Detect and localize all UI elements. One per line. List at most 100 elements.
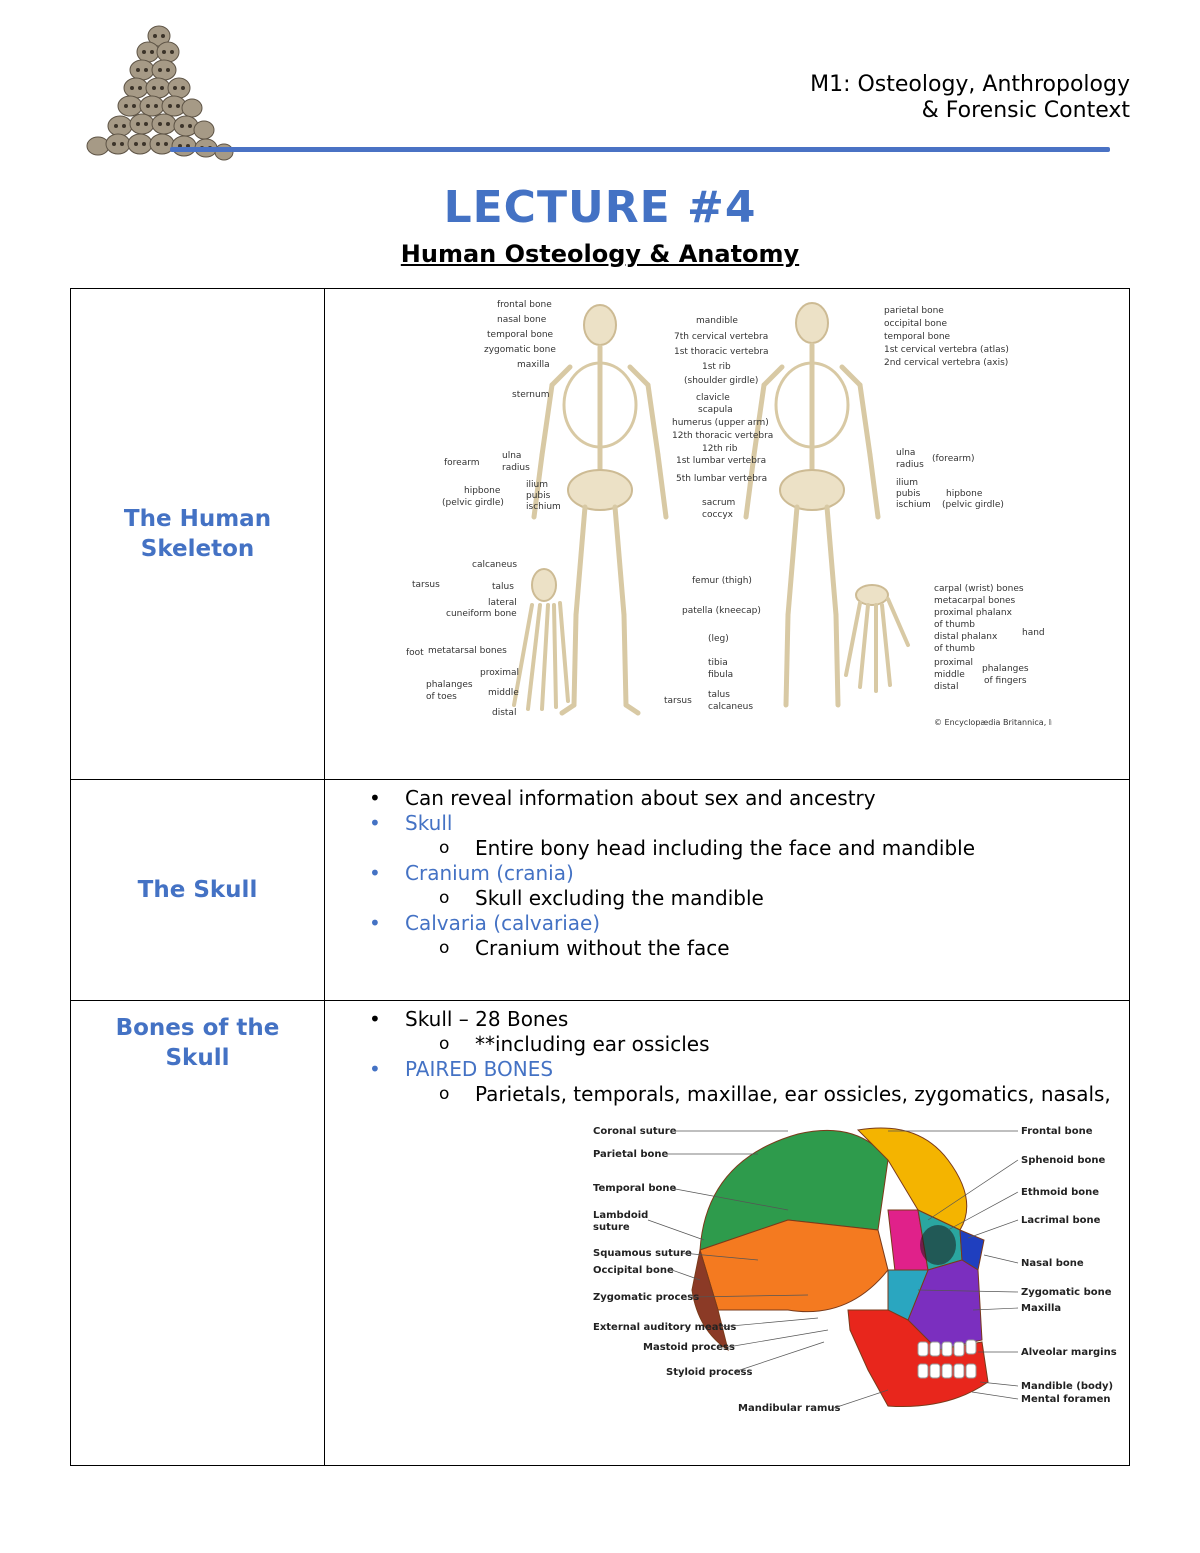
fig-label: Nasal bone	[1021, 1258, 1084, 1269]
fig-label: frontal bone	[497, 300, 552, 310]
bullet-list: Can reveal information about sex and anc…	[325, 780, 1129, 961]
foot-drawing	[512, 568, 570, 711]
fig-label: tibia	[708, 658, 728, 668]
fig-label: coccyx	[702, 510, 734, 520]
fig-label: Maxilla	[1021, 1303, 1061, 1314]
sub-bullet-item: Entire bony head including the face and …	[369, 836, 1129, 861]
row-label-line: The Skull	[137, 877, 258, 903]
fig-label: clavicle	[696, 393, 730, 403]
skeleton-figure-cell: frontal bone nasal bone temporal bone zy…	[324, 288, 1130, 780]
fig-label: fibula	[708, 670, 733, 680]
fig-label: 5th lumbar vertebra	[676, 474, 767, 484]
lecture-title: LECTURE #4	[443, 182, 757, 233]
fig-label: distal	[492, 708, 516, 718]
fig-label: of fingers	[984, 676, 1027, 686]
fig-label: Zygomatic process	[593, 1292, 699, 1303]
fig-label: Sphenoid bone	[1021, 1155, 1105, 1166]
fig-label: 2nd cervical vertebra (axis)	[884, 358, 1008, 368]
fig-label: sacrum	[702, 498, 735, 508]
fig-label: ilium	[526, 480, 548, 490]
fig-label: hipbone	[946, 489, 983, 499]
fig-label: femur (thigh)	[692, 576, 752, 586]
fig-label: proximal phalanx	[934, 608, 1013, 618]
fig-label: foot	[406, 648, 424, 658]
fig-label: hipbone	[464, 486, 501, 496]
fig-label: Ethmoid bone	[1021, 1187, 1099, 1198]
row-label-line: Bones of the	[115, 1015, 280, 1041]
hand-drawing	[844, 584, 910, 693]
fig-label: pubis	[526, 491, 551, 501]
fig-label: Mandibular ramus	[738, 1403, 840, 1414]
bullet-item: Can reveal information about sex and anc…	[369, 786, 1129, 811]
fig-label: ischium	[526, 502, 561, 512]
row-label: The Human Skeleton	[70, 288, 325, 780]
fig-label: Mastoid process	[643, 1342, 735, 1353]
fig-label: proximal	[480, 668, 519, 678]
fig-label: forearm	[444, 458, 480, 468]
course-header-line2: & Forensic Context	[921, 98, 1130, 123]
fig-label: humerus (upper arm)	[672, 418, 769, 428]
fig-label: 1st lumbar vertebra	[676, 456, 766, 466]
fig-label: nasal bone	[497, 315, 547, 325]
fig-label: proximal	[934, 658, 973, 668]
bullet-item: Cranium (crania)	[369, 861, 1129, 886]
fig-label: phalanges	[982, 664, 1029, 674]
fig-label: scapula	[698, 405, 733, 415]
fig-label: ilium	[896, 478, 918, 488]
fig-label: phalanges	[426, 680, 473, 690]
fig-label: 12th rib	[702, 444, 738, 454]
fig-label: (leg)	[708, 634, 729, 644]
row-label: Bones of the Skull	[70, 1000, 325, 1466]
fig-label: Mental foramen	[1021, 1394, 1111, 1405]
bullet-item: Calvaria (calvariae)	[369, 911, 1129, 936]
skull-lateral-figure: Coronal suture Parietal bone Temporal bo…	[593, 1126, 1117, 1414]
fig-label: maxilla	[517, 360, 550, 370]
table-row: The Skull Can reveal information about s…	[70, 779, 1130, 1001]
fig-label: Mandible (body)	[1021, 1381, 1113, 1392]
fig-label: cuneiform bone	[446, 609, 517, 619]
fig-label: hand	[1022, 628, 1045, 638]
fig-label: talus	[492, 582, 514, 592]
fig-label: suture	[593, 1222, 630, 1233]
course-header-line1: M1: Osteology, Anthropology	[810, 72, 1130, 97]
fig-label: distal	[934, 682, 958, 692]
sub-bullet-item: Parietals, temporals, maxillae, ear ossi…	[369, 1082, 1129, 1107]
fig-label: 12th thoracic vertebra	[672, 431, 773, 441]
fig-label: (forearm)	[932, 454, 975, 464]
bullet-item: Skull – 28 Bones	[369, 1007, 1129, 1032]
fig-label: Zygomatic bone	[1021, 1287, 1112, 1298]
fig-label: 1st cervical vertebra (atlas)	[884, 345, 1009, 355]
fig-label: of toes	[426, 692, 457, 702]
row-label-line: The Human	[123, 506, 272, 532]
fig-label: carpal (wrist) bones	[934, 584, 1024, 594]
bullet-item: Skull	[369, 811, 1129, 836]
fig-label: distal phalanx	[934, 632, 998, 642]
fig-label: Parietal bone	[593, 1149, 669, 1160]
fig-label: ulna	[502, 451, 521, 461]
header-divider	[170, 147, 1110, 152]
fig-label: pubis	[896, 489, 921, 499]
fig-label: Temporal bone	[593, 1183, 676, 1194]
skull-drawing	[691, 1127, 989, 1407]
fig-label: temporal bone	[487, 330, 554, 340]
fig-label: radius	[502, 463, 530, 473]
lecture-subtitle: Human Osteology & Anatomy	[400, 240, 800, 268]
fig-label: metacarpal bones	[934, 596, 1016, 606]
fig-label: tarsus	[412, 580, 440, 590]
fig-label: sternum	[512, 390, 549, 400]
skull-pile-logo	[86, 25, 234, 161]
fig-label: ischium	[896, 500, 931, 510]
figure-credit: © Encyclopædia Britannica, Inc.	[934, 718, 1052, 727]
fig-label: radius	[896, 460, 924, 470]
fig-label: Coronal suture	[593, 1126, 677, 1137]
bullets-cell: Can reveal information about sex and anc…	[324, 779, 1130, 1001]
bullet-item: PAIRED BONES	[369, 1057, 1129, 1082]
fig-label: of thumb	[934, 644, 975, 654]
skeleton-figure: frontal bone nasal bone temporal bone zy…	[406, 300, 1052, 727]
fig-label: ulna	[896, 448, 915, 458]
fig-label: metatarsal bones	[428, 646, 507, 656]
fig-label: calcaneus	[708, 702, 753, 712]
fig-label: Squamous suture	[593, 1248, 692, 1259]
fig-label: 1st thoracic vertebra	[674, 347, 769, 357]
bullet-list: Skull – 28 Bones **including ear ossicle…	[325, 1001, 1129, 1107]
